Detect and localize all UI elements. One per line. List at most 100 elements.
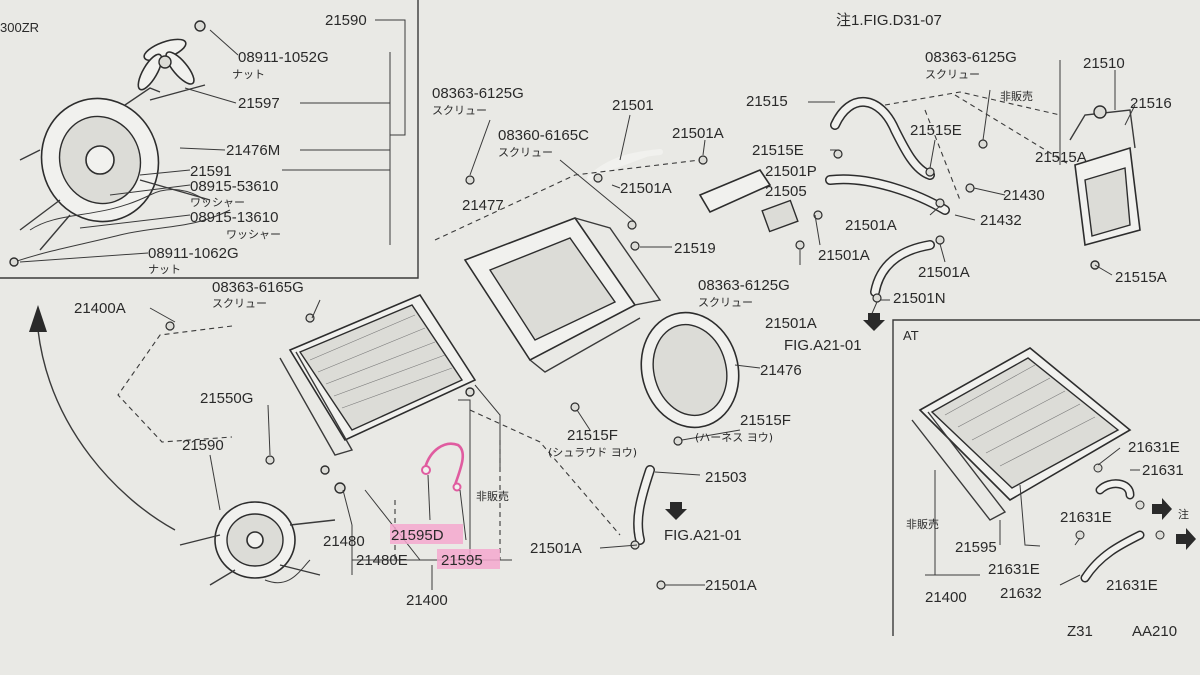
label-nut-08911-1052g: 08911-1052G <box>238 49 329 66</box>
inset-top-frame <box>0 0 419 279</box>
label-washer-jp-2: ワッシャー <box>226 228 281 241</box>
label-screw-jp-5: スクリュー <box>698 296 753 309</box>
label-21510: 21510 <box>1083 55 1125 72</box>
label-screw-08363-6125g-1: 08363-6125G <box>432 85 524 102</box>
label-21519: 21519 <box>674 240 716 257</box>
label-21515e-2: 21515E <box>910 122 962 139</box>
fig-arrow-2 <box>665 502 687 520</box>
label-21591: 21591 <box>190 163 232 180</box>
label-21515a-2: 21515A <box>1115 269 1167 286</box>
label-21501a-1: 21501A <box>672 125 724 142</box>
label-washer-08915-13610: 08915-13610 <box>190 209 278 226</box>
footer-code: AA210 <box>1132 623 1177 640</box>
label-21550g: 21550G <box>200 390 253 407</box>
at-label-21595: 21595 <box>955 539 997 556</box>
label-21515: 21515 <box>746 93 788 110</box>
fan-shroud-21476-drawing <box>640 311 740 429</box>
label-not-for-sale-mid: 非販売 <box>476 490 509 503</box>
label-21501a-8: 21501A <box>705 577 757 594</box>
label-21515e-1: 21515E <box>752 142 804 159</box>
label-21501: 21501 <box>612 97 654 114</box>
label-nut-jp-1: ナット <box>232 68 265 81</box>
label-21501a-5: 21501A <box>918 264 970 281</box>
label-21432: 21432 <box>980 212 1022 229</box>
at-inset-title: AT <box>903 328 919 343</box>
thermostat-pipe-21505 <box>698 169 799 233</box>
label-screw-jp-2: スクリュー <box>498 146 553 159</box>
label-21477: 21477 <box>462 197 504 214</box>
at-arrow-2 <box>1176 528 1196 550</box>
label-21400-main: 21400 <box>406 592 448 609</box>
label-screw-08363-6125g-3: 08363-6125G <box>925 49 1017 66</box>
label-21501a-7: 21501A <box>530 540 582 557</box>
label-fig-a21-01-1: FIG.A21-01 <box>784 337 862 354</box>
label-21590-main: 21590 <box>182 437 224 454</box>
label-washer-08915-53610: 08915-53610 <box>190 178 278 195</box>
label-screw-jp-1: スクリュー <box>432 104 487 117</box>
label-21501a-4: 21501A <box>818 247 870 264</box>
label-21515f-1-jp: (シュラウド ヨウ) <box>548 446 637 459</box>
at-label-21631e-a: 21631E <box>1128 439 1180 456</box>
label-screw-08360-6165c: 08360-6165C <box>498 127 589 144</box>
reservoir-tank-21510 <box>1069 105 1141 270</box>
fig-arrow-1 <box>863 313 885 331</box>
lower-fan-21590-drawing <box>179 501 336 586</box>
label-nut-08911-1062g: 08911-1062G <box>148 245 239 262</box>
label-21505: 21505 <box>765 183 807 200</box>
label-screw-08363-6125g-2: 08363-6125G <box>698 277 790 294</box>
label-not-for-sale-top: 非販売 <box>1000 90 1033 103</box>
label-21595d: 21595D <box>391 527 444 544</box>
label-21515a-1: 21515A <box>1035 149 1087 166</box>
note-ref-header: 注1.FIG.D31-07 <box>836 12 942 29</box>
highlight-21595d <box>390 524 463 544</box>
label-21430: 21430 <box>1003 187 1045 204</box>
highlight-21595 <box>437 549 500 569</box>
label-21590-inset: 21590 <box>325 12 367 29</box>
at-label-not-for-sale: 非販売 <box>906 518 939 531</box>
radiator-drawing <box>279 294 477 494</box>
label-nut-jp-2: ナット <box>148 263 181 276</box>
at-label-21631e-c: 21631E <box>988 561 1040 578</box>
label-21501a-6: 21501A <box>765 315 817 332</box>
harness-21595d-highlight <box>423 442 465 486</box>
footer-model: Z31 <box>1067 623 1093 640</box>
label-21515f-2: 21515F <box>740 412 791 429</box>
label-21503: 21503 <box>705 469 747 486</box>
label-21476: 21476 <box>760 362 802 379</box>
label-21480: 21480 <box>323 533 365 550</box>
label-washer-jp-1: ワッシャー <box>190 196 245 209</box>
label-fig-a21-01-2: FIG.A21-01 <box>664 527 742 544</box>
label-21400a: 21400A <box>74 300 126 317</box>
inset-leader-lines <box>19 19 406 263</box>
label-screw-08363-6165g: 08363-6165G <box>212 279 304 296</box>
at-label-21632: 21632 <box>1000 585 1042 602</box>
inset-at-frame <box>892 319 1200 636</box>
shroud-21477-drawing <box>463 217 662 373</box>
label-screw-jp-3: スクリュー <box>212 297 267 310</box>
label-21501a-2: 21501A <box>620 180 672 197</box>
at-label-21400: 21400 <box>925 589 967 606</box>
inset-fan-assembly-drawing <box>9 20 231 267</box>
label-21501a-3: 21501A <box>845 217 897 234</box>
curved-arrow <box>29 305 176 531</box>
at-label-21631: 21631 <box>1142 462 1184 479</box>
label-21515f-2-jp: (ハーネス ヨウ) <box>695 431 773 444</box>
label-21501p: 21501P <box>765 163 817 180</box>
label-21476m: 21476M <box>226 142 280 159</box>
at-label-21631e-b: 21631E <box>1060 509 1112 526</box>
label-21515f-1: 21515F <box>567 427 618 444</box>
at-leader-lines <box>925 447 1140 586</box>
at-arrow-1 <box>1152 498 1172 520</box>
label-21516: 21516 <box>1130 95 1172 112</box>
label-21501n: 21501N <box>893 290 946 307</box>
label-21480e: 21480E <box>356 552 408 569</box>
at-label-note: 注 <box>1178 507 1189 521</box>
inset-corner-label: 300ZR <box>0 20 39 35</box>
at-label-21631e-d: 21631E <box>1106 577 1158 594</box>
at-radiator-drawing <box>911 347 1165 583</box>
label-screw-jp-4: スクリュー <box>925 68 980 81</box>
label-21597: 21597 <box>238 95 280 112</box>
label-21595-main: 21595 <box>441 552 483 569</box>
